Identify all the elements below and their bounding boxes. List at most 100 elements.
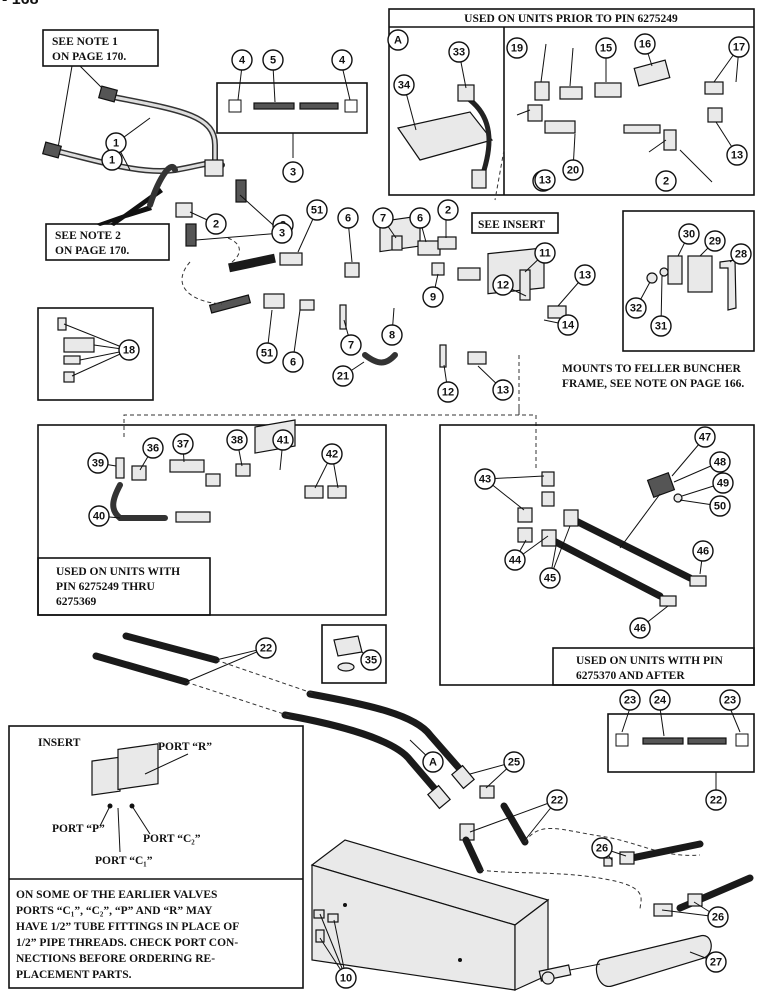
callout-number: 40 (93, 511, 105, 523)
callout-number: 10 (340, 973, 352, 985)
callout-number: 23 (724, 695, 736, 707)
bracket-assembly (397, 84, 494, 189)
callout-number: 1 (109, 155, 115, 167)
callout-8: 8 (381, 324, 403, 346)
callout-circle (546, 789, 568, 811)
valve-note-line-6: PLACEMENT PARTS. (16, 969, 132, 981)
callout-40: 40 (88, 505, 110, 527)
callout-32: 32 (625, 297, 647, 319)
clamp-detail (333, 635, 363, 672)
callout-number: 43 (479, 474, 491, 486)
callout-number: 51 (261, 348, 273, 360)
callout-26: 26 (591, 837, 613, 859)
callout-23: 23 (719, 689, 741, 711)
note-2-box (45, 223, 170, 261)
callout-number: 26 (712, 912, 724, 924)
callout-circle (492, 379, 514, 401)
callout-circle (625, 297, 647, 319)
port-r-label: PORT “R” (158, 741, 212, 753)
callout-6: 6 (337, 207, 359, 229)
callout-number: 4 (339, 55, 346, 67)
after-units-line-2: 6275370 AND AFTER (576, 670, 685, 682)
callout-34: 34 (393, 74, 415, 96)
callout-number: 17 (733, 42, 745, 54)
callout-37: 37 (172, 433, 194, 455)
callout-circle (282, 351, 304, 373)
thru-units-line-2: PIN 6275249 THRU (56, 581, 156, 593)
callout-circle (282, 161, 304, 183)
callout-number: 8 (389, 330, 395, 342)
callout-19: 19 (506, 37, 528, 59)
callout-20: 20 (562, 159, 584, 181)
callout-circle (172, 433, 194, 455)
after-units-line-1: USED ON UNITS WITH PIN (576, 655, 723, 667)
callout-circle (332, 365, 354, 387)
callout-circle (705, 951, 727, 973)
page-number: - 168 (2, 0, 39, 8)
callout-number: 19 (511, 43, 523, 55)
thru-units-label-box (37, 557, 211, 616)
callout-number: 39 (92, 458, 104, 470)
callout-number: 24 (654, 695, 667, 707)
thru-units-line-1: USED ON UNITS WITH (56, 566, 180, 578)
callout-circle (704, 230, 726, 252)
fastener-set (313, 909, 339, 943)
callout-circle (255, 637, 277, 659)
callout-circle (262, 49, 284, 71)
callout-circle (226, 429, 248, 451)
mount-kit-box (622, 210, 755, 352)
callout-circle (409, 207, 431, 229)
hose-fitting-left (228, 99, 242, 113)
callout-number: 2 (445, 205, 451, 217)
callout-number: 11 (539, 248, 551, 260)
callout-47: 47 (694, 426, 716, 448)
valve-note-line-2: PORTS “C₁”, “C₂”, “P” AND “R” MAY (16, 905, 213, 917)
callout-50: 50 (709, 495, 731, 517)
callout-a: A (387, 29, 409, 51)
callout-number: 2 (213, 219, 219, 231)
callout-51: 51 (256, 342, 278, 364)
callout-4: 4 (231, 49, 253, 71)
port-c2-label: PORT “C₂” (143, 833, 201, 845)
clamp-detail-box (321, 624, 387, 684)
callout-circle (335, 967, 357, 989)
see-insert-label: SEE INSERT (478, 219, 545, 231)
note-1-box (42, 29, 159, 67)
callout-number: 12 (497, 280, 509, 292)
clamp-assembly (57, 317, 95, 383)
prior-units-box (388, 8, 755, 196)
callout-circle (591, 837, 613, 859)
callout-circle (340, 334, 362, 356)
lower-hose-assembly (92, 632, 754, 917)
callout-number: 32 (630, 303, 642, 315)
callout-number: 3 (290, 167, 296, 179)
callout-circle (101, 149, 123, 171)
callout-39: 39 (87, 452, 109, 474)
callout-6: 6 (409, 207, 431, 229)
callout-number: 26 (596, 843, 608, 855)
callout-13: 13 (574, 264, 596, 286)
callout-31: 31 (650, 315, 672, 337)
callout-2: 2 (437, 199, 459, 221)
callout-circle (331, 49, 353, 71)
callout-circle (534, 242, 556, 264)
callout-13: 13 (726, 144, 748, 166)
callout-number: 22 (710, 795, 722, 807)
callout-46: 46 (692, 540, 714, 562)
callout-circle (705, 789, 727, 811)
callout-number: 18 (123, 345, 135, 357)
callout-17: 17 (728, 36, 750, 58)
port-c1-label: PORT “C₁” (95, 855, 153, 867)
callout-1: 1 (101, 149, 123, 171)
callout-circle (474, 468, 496, 490)
callout-48: 48 (709, 451, 731, 473)
callout-35: 35 (360, 649, 382, 671)
callout-circle (372, 207, 394, 229)
callout-circle (534, 169, 556, 191)
callout-number: 13 (497, 385, 509, 397)
callout-circle (719, 689, 741, 711)
callout-36: 36 (142, 437, 164, 459)
mount-kit (646, 255, 737, 311)
